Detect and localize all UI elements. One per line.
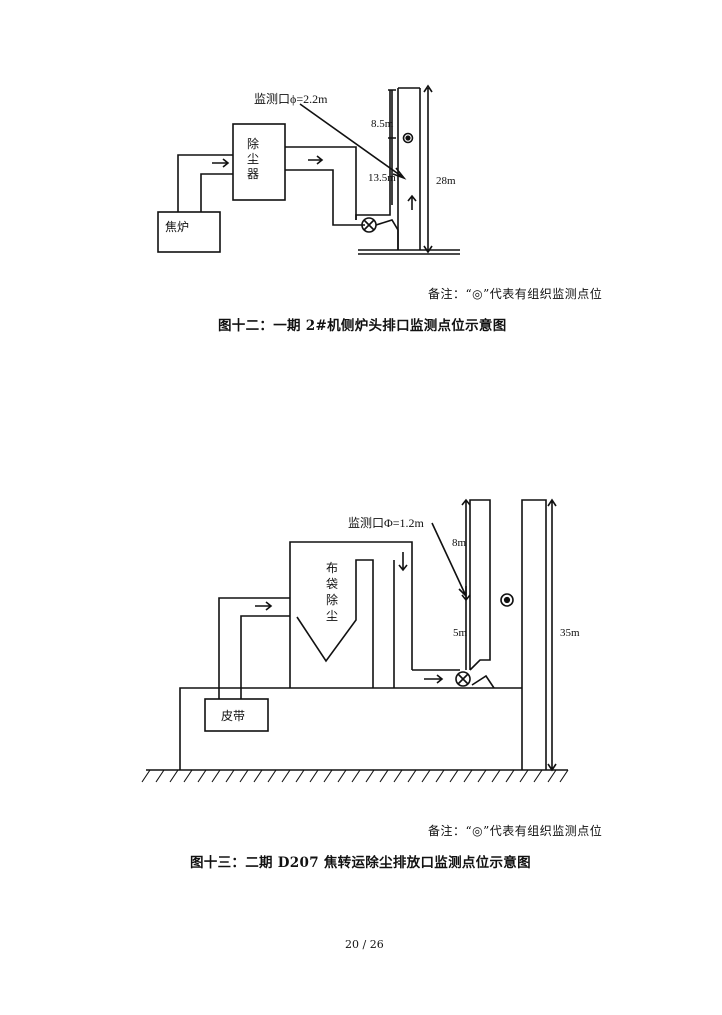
ground-line <box>358 249 460 255</box>
bag-filter-char-2: 袋 <box>326 577 338 591</box>
dim-total-line <box>423 84 433 254</box>
monitoring-point-icon <box>402 132 414 144</box>
furnace-label: 焦炉 <box>165 220 189 234</box>
duct-outer-1 <box>177 154 233 212</box>
duct-inner-2 <box>285 169 365 226</box>
figure-13-caption: 图十三：二期 D207 焦转运除尘排放口监测点位示意图 <box>190 855 531 871</box>
duct-outer-2 <box>285 146 357 220</box>
monitoring-point-icon <box>500 593 514 607</box>
bag-filter-char-1: 布 <box>326 561 338 575</box>
duct-inner-1 <box>200 173 233 212</box>
bag-filter-char-3: 除 <box>326 592 338 607</box>
monitor-port-label: 监测口ϕ=2.2m <box>254 92 328 106</box>
bag-filter <box>289 541 413 688</box>
flow-arrow-2 <box>308 155 324 165</box>
duct-inner-1 <box>240 615 290 699</box>
dim-total-line <box>547 498 557 772</box>
tall-stack <box>521 499 547 770</box>
collector-char-3: 器 <box>247 167 259 181</box>
monitor-port-label: 监测口Φ=1.2m <box>348 516 425 530</box>
fan-outlet <box>471 674 495 689</box>
duct-outer-1 <box>218 597 290 699</box>
base-platform <box>179 687 522 770</box>
figure-12-caption: 图十二：一期 2#机侧炉头排口监测点位示意图 <box>218 318 507 334</box>
dim-bottom-label: 13.5m <box>368 172 396 184</box>
fan-icon <box>455 671 471 687</box>
figure-13-diagram: 皮带 布 袋 除 尘 8m 5m <box>141 498 580 783</box>
figure-13-note: 备注：“◎”代表有组织监测点位 <box>428 824 603 838</box>
duct-to-stack <box>355 90 391 220</box>
dim-total-label: 28m <box>436 175 456 187</box>
short-stack <box>469 499 491 671</box>
monitoring-point-dot <box>405 135 411 141</box>
bag-filter-char-4: 尘 <box>326 609 338 623</box>
port-leader-line <box>299 103 407 180</box>
duct-to-fan <box>393 560 460 688</box>
flow-arrow-1 <box>255 601 273 611</box>
dim-total-label: 35m <box>560 627 580 639</box>
dust-collector-box <box>232 123 286 201</box>
belt-box <box>204 698 269 732</box>
bag-filter-hopper <box>296 559 374 688</box>
port-leader-line <box>431 522 467 598</box>
collector-char-2: 尘 <box>247 152 259 166</box>
monitoring-point-dot <box>503 596 511 604</box>
flow-arrow-2 <box>424 674 444 684</box>
up-flow-arrow <box>407 194 417 210</box>
dim-top-line <box>461 498 471 602</box>
belt-label: 皮带 <box>221 709 245 723</box>
fan-cross <box>457 673 469 685</box>
page-number: 20 / 26 <box>345 938 384 951</box>
fan-cross <box>363 219 375 231</box>
collector-char-1: 除 <box>247 136 259 151</box>
dim-top-label: 8.5m <box>371 118 394 130</box>
down-flow-arrow <box>398 552 408 572</box>
dim-bottom-label: 5m <box>453 627 468 639</box>
figure-12-note: 备注：“◎”代表有组织监测点位 <box>428 287 603 301</box>
dim-top-label: 8m <box>452 537 467 549</box>
flow-arrow-1 <box>212 158 230 168</box>
furnace-box <box>157 211 221 253</box>
figure-12-diagram: 焦炉 除 尘 器 8.5m <box>157 84 460 255</box>
ground-hatch <box>141 769 569 783</box>
stack <box>397 88 421 250</box>
